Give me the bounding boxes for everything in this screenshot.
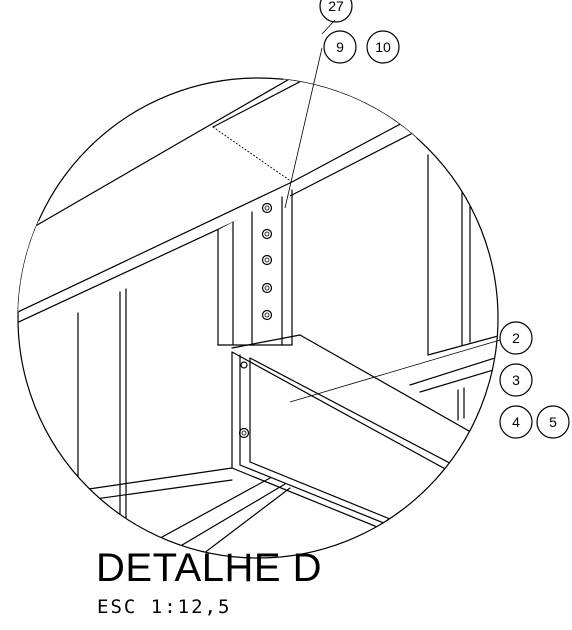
- balloon-10: 10: [366, 30, 400, 64]
- detail-scale: ESC 1:12,5: [97, 596, 232, 618]
- leader-27: [321, 19, 336, 35]
- leader-9-10: [284, 47, 323, 209]
- detail-circle: [17, 77, 499, 559]
- balloon-5: 5: [536, 405, 570, 439]
- leader-2: [289, 339, 501, 403]
- svg-text:3: 3: [512, 372, 520, 388]
- svg-text:2: 2: [512, 330, 520, 346]
- bolt-group-plate: [261, 202, 273, 321]
- svg-text:9: 9: [336, 39, 344, 55]
- svg-text:4: 4: [512, 414, 520, 430]
- balloon-2: 2: [499, 321, 533, 355]
- detail-title: DETALHE D: [96, 546, 323, 590]
- balloon-4: 4: [499, 405, 533, 439]
- svg-text:10: 10: [375, 39, 391, 55]
- balloon-3: 3: [499, 363, 533, 397]
- svg-text:27: 27: [328, 0, 344, 14]
- structure-lines: [18, 78, 498, 558]
- bolt-group-beam: [238, 361, 250, 439]
- svg-text:5: 5: [549, 414, 557, 430]
- balloon-9: 9: [323, 30, 357, 64]
- balloon-27: 27: [319, 0, 353, 23]
